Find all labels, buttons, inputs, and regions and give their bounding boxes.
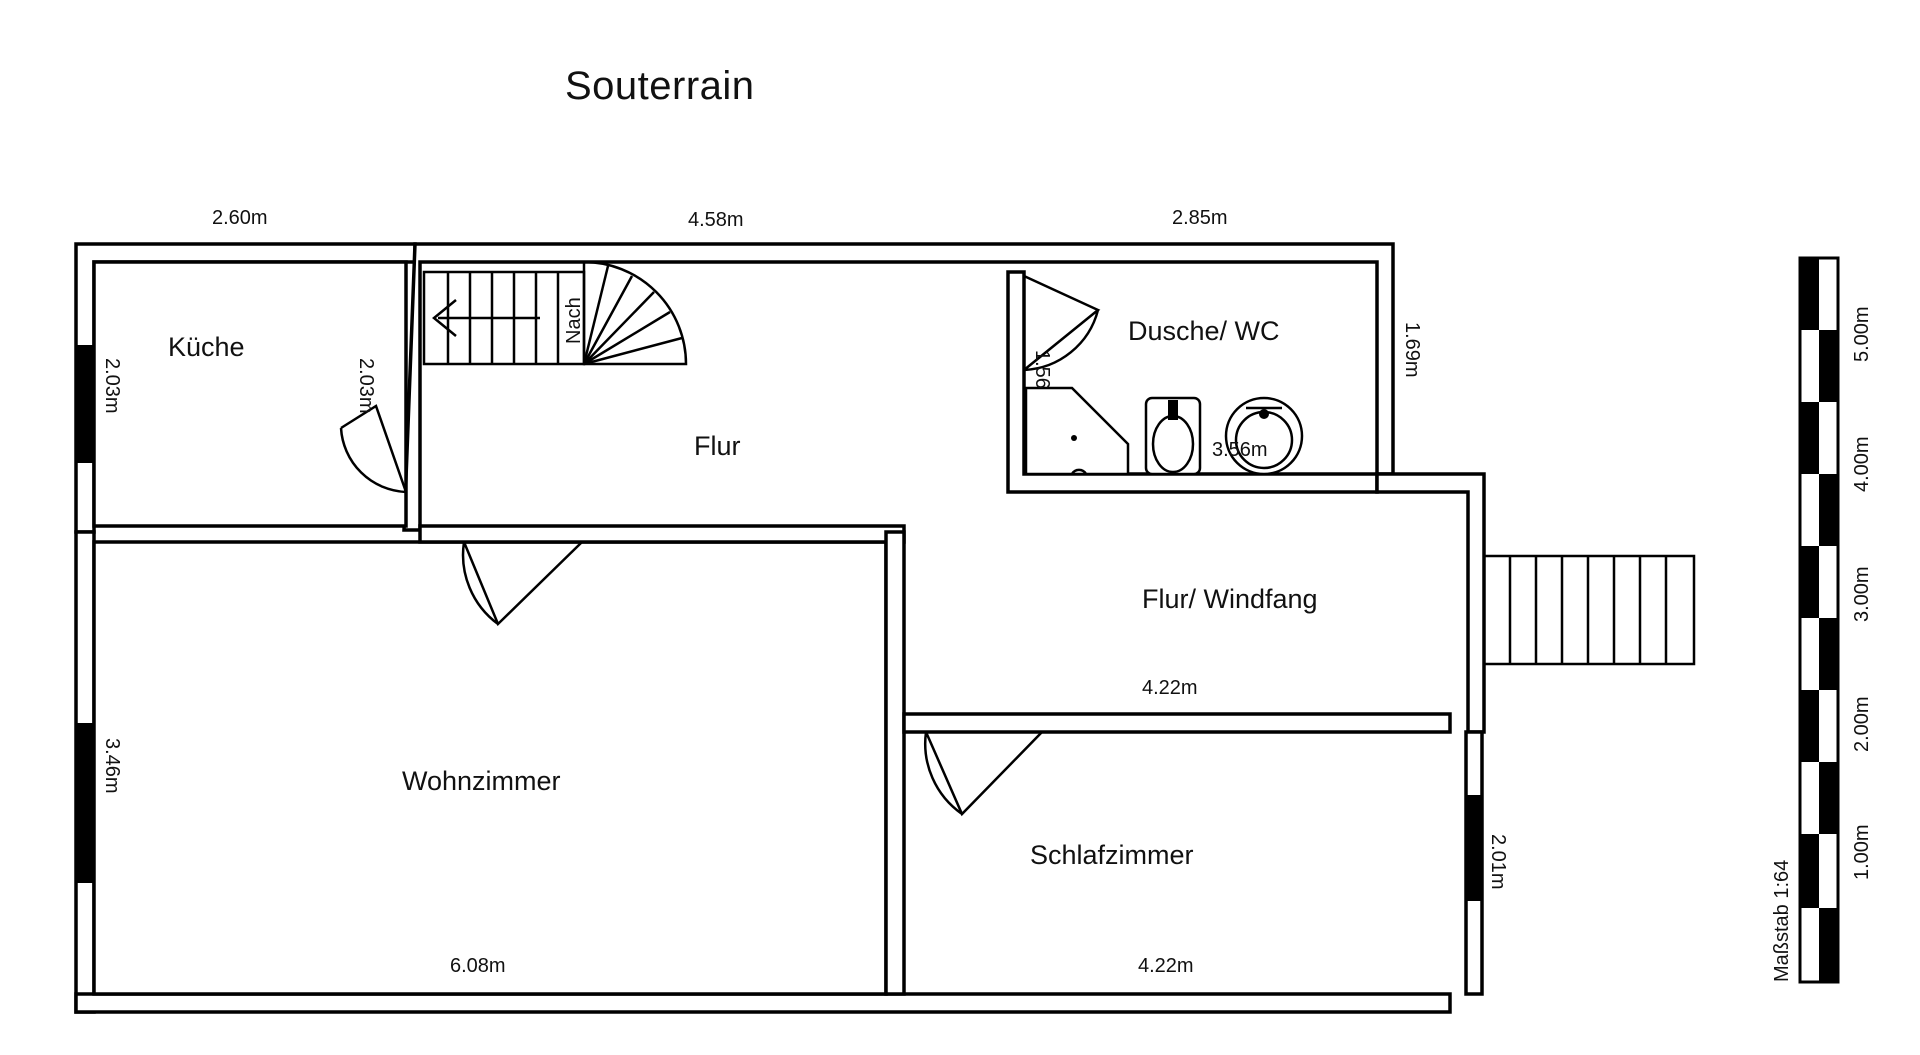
dim-dusche-right: 1.69m <box>1401 322 1423 378</box>
doors <box>339 274 1101 817</box>
scale-tick-5: 5.00m <box>1851 306 1873 362</box>
window-kueche <box>75 345 95 463</box>
room-flur-windfang: Flur/ Windfang <box>1142 584 1318 614</box>
wall-windfang-right <box>1375 472 1486 734</box>
scale-caption: Maßstab 1:64 <box>1771 860 1793 982</box>
scale-tick-4: 4.00m <box>1851 436 1873 492</box>
scale-tick-3: 3.00m <box>1851 566 1873 622</box>
dim-kueche-right: 2.03m <box>355 358 377 414</box>
wall-kueche <box>92 260 408 528</box>
wall-bottom <box>74 992 1452 1014</box>
page-title: Souterrain <box>565 64 755 108</box>
washbasin <box>1224 396 1304 476</box>
dim-wohnzimmer-bottom: 6.08m <box>450 955 506 977</box>
dim-wohnzimmer-left: 3.46m <box>101 738 123 794</box>
exterior-stairs <box>1482 554 1696 666</box>
room-wohnzimmer: Wohnzimmer <box>402 766 561 796</box>
door-kueche <box>339 404 408 494</box>
dim-dusche-inner: 1.56 <box>1031 350 1053 389</box>
stairs-winder <box>582 260 688 366</box>
dim-windfang-bottom: 4.22m <box>1142 677 1198 699</box>
wall-schlaf-top <box>902 712 1452 734</box>
interior-stairs: Nach <box>422 260 688 366</box>
room-schlafzimmer: Schlafzimmer <box>1030 840 1194 870</box>
door-dusche <box>1023 274 1101 372</box>
scale-bar: 1.00m 2.00m 3.00m 4.00m 5.00m Maßstab 1:… <box>1771 256 1873 984</box>
room-dusche-wc: Dusche/ WC <box>1128 316 1280 346</box>
room-labels: Küche Flur Dusche/ WC Flur/ Windfang Woh… <box>168 316 1318 870</box>
walls <box>74 242 1486 1014</box>
dimension-labels: 2.60m 4.58m 2.85m 2.03m 2.03m 1.69m 1.56… <box>101 207 1509 977</box>
window-schlafzimmer <box>1465 795 1483 901</box>
dim-top-middle: 4.58m <box>688 209 744 231</box>
dim-kueche-left: 2.03m <box>101 358 123 414</box>
scale-tick-2: 2.00m <box>1851 696 1873 752</box>
wall-top-main <box>402 242 1395 532</box>
wall-mid-vertical <box>884 530 906 996</box>
dim-schlafzimmer-right: 2.01m <box>1487 834 1509 890</box>
stairs-label: Nach <box>563 297 585 344</box>
window-wohnzimmer <box>75 723 95 883</box>
room-flur: Flur <box>694 431 741 461</box>
dim-dusche-bottom: 3.56m <box>1212 439 1268 461</box>
door-wohnzimmer <box>461 541 583 627</box>
shower-tray <box>1024 386 1130 476</box>
door-schlafzimmer <box>924 731 1043 817</box>
dim-top-left: 2.60m <box>212 207 268 229</box>
scale-tick-1: 1.00m <box>1851 824 1873 880</box>
windows <box>75 345 1483 901</box>
dim-schlafzimmer-bottom: 4.22m <box>1138 955 1194 977</box>
bathroom-fixtures <box>1024 386 1304 476</box>
dim-top-right: 2.85m <box>1172 207 1228 229</box>
room-kueche: Küche <box>168 332 245 362</box>
wall-flur-bottom <box>418 524 906 544</box>
